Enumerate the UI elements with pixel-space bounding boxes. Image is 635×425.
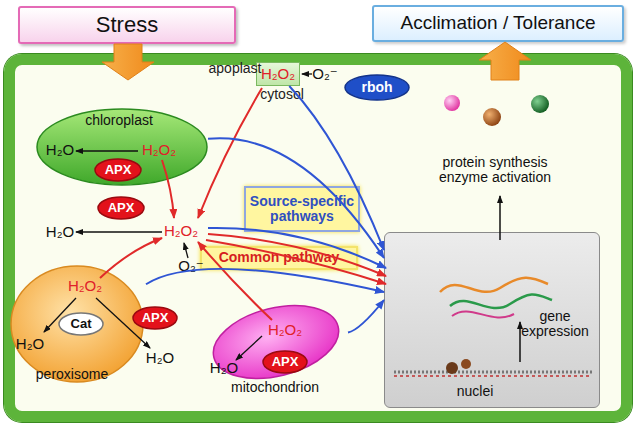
reaction-arrow	[96, 298, 150, 348]
mrna-strand	[452, 311, 514, 317]
node-text: H₂O₂	[134, 140, 184, 160]
protein-ball	[483, 108, 501, 126]
signal-arrow	[208, 138, 384, 258]
protein-ball	[531, 95, 549, 113]
apx-ellipse: APX	[97, 196, 145, 220]
node-text: Common pathway	[202, 248, 356, 268]
label-text: H₂O	[40, 222, 80, 242]
apx-ellipse: APX	[262, 350, 308, 374]
node-text: cytosol	[252, 86, 312, 104]
label-text: H₂O₂	[156, 220, 206, 242]
signal-arrow	[146, 269, 384, 292]
node-text: H₂O₂	[257, 63, 299, 85]
node-text: H₂O	[204, 358, 244, 378]
pathway-box: Common pathway	[200, 246, 358, 270]
pathway-box: Source-specific pathways	[244, 186, 360, 232]
blue-arrow	[208, 228, 386, 268]
node-text: peroxisome	[22, 366, 122, 384]
reaction-arrow	[76, 231, 162, 232]
mitochondrion-shape	[206, 294, 347, 391]
label-text: O₂⁻	[176, 256, 206, 276]
layout-arrows	[100, 88, 386, 320]
node-text: mitochondrion	[220, 380, 330, 396]
reaction-arrow	[302, 73, 312, 74]
node-text: gene expression	[513, 303, 597, 345]
expression-arrow	[519, 322, 521, 362]
block-arrow	[102, 44, 154, 80]
apx-ellipse-shape	[98, 197, 144, 219]
apx-ellipse-shape	[263, 351, 307, 373]
chloroplast-shape	[37, 109, 207, 185]
catalase-ellipse: Cat	[58, 312, 104, 336]
plant-cell: apoplastcytosolH₂O₂rbohchloroplastH₂OH₂O…	[4, 54, 632, 422]
acclimation-box: Acclimation / Tolerance	[372, 5, 624, 42]
reaction-arrows	[44, 74, 312, 360]
stress-box: Stress	[18, 6, 236, 44]
dna-strand	[394, 375, 592, 377]
node-text: H₂O	[10, 334, 50, 354]
block-arrow	[479, 42, 531, 80]
apx-ellipse-shape	[133, 307, 177, 329]
reaction-arrow	[76, 150, 138, 151]
protein-balls	[444, 95, 549, 126]
red-arrow	[198, 242, 272, 320]
peroxisome-shape	[11, 266, 143, 382]
red-arrow	[198, 88, 262, 218]
mrna-strand	[440, 278, 548, 292]
node-text: apoplast	[200, 60, 270, 78]
apoplast-h2o2-box: H₂O₂	[256, 62, 300, 86]
signal-arrow	[348, 300, 384, 333]
node-text: chloroplast	[64, 112, 174, 130]
mitochondrion: H₂O₂ H₂O mitochondrion APX	[204, 300, 348, 396]
node-text: nuclei	[445, 383, 505, 401]
label-text: O₂⁻	[310, 64, 340, 84]
rboh-ellipse: rboh	[344, 74, 410, 101]
dna-strand	[394, 371, 592, 374]
polymerase-dot	[461, 359, 471, 369]
apx-ellipse: APX	[94, 158, 142, 182]
apx-ellipse: APX	[132, 306, 178, 330]
label-text: H₂O	[140, 348, 180, 368]
node-text: APX	[262, 350, 308, 374]
red-arrow	[208, 234, 386, 276]
polymerase-dot	[446, 362, 458, 374]
edge-group	[102, 42, 531, 333]
reaction-arrow	[44, 298, 76, 332]
rboh-ellipse-shape	[345, 75, 409, 100]
catalase-ellipse-shape	[59, 313, 103, 335]
red-arrow	[206, 240, 386, 284]
apx-ellipse-shape	[95, 159, 141, 181]
nucleus-decor	[394, 196, 592, 376]
nucleus-box: gene expression nuclei	[384, 232, 600, 408]
reaction-arrow	[184, 243, 188, 258]
reaction-arrow	[236, 336, 262, 360]
red-arrow	[100, 238, 162, 278]
node-text: H₂O₂	[260, 320, 310, 340]
synthesis-arrow	[499, 196, 501, 240]
signal-arrow	[289, 86, 384, 250]
peroxisome: H₂O₂ H₂O peroxisome Cat	[8, 264, 146, 392]
mrna-strand	[450, 295, 552, 309]
node-text: APX	[97, 196, 145, 220]
node-text: Stress	[20, 8, 234, 42]
node-text: APX	[132, 306, 178, 330]
red-arrow	[162, 160, 174, 218]
node-text: rboh	[344, 74, 410, 101]
node-text: Cat	[58, 312, 104, 336]
node-text: H₂O₂	[60, 276, 110, 296]
node-text: APX	[94, 158, 142, 182]
node-text: Acclimation / Tolerance	[374, 7, 622, 40]
node-text: H₂O	[40, 140, 80, 160]
node-text: Source-specific pathways	[246, 188, 358, 230]
protein-ball	[444, 95, 460, 111]
chloroplast: chloroplastH₂O H₂O₂APX	[36, 108, 208, 186]
label-text: protein synthesis enzyme activation	[420, 150, 570, 190]
